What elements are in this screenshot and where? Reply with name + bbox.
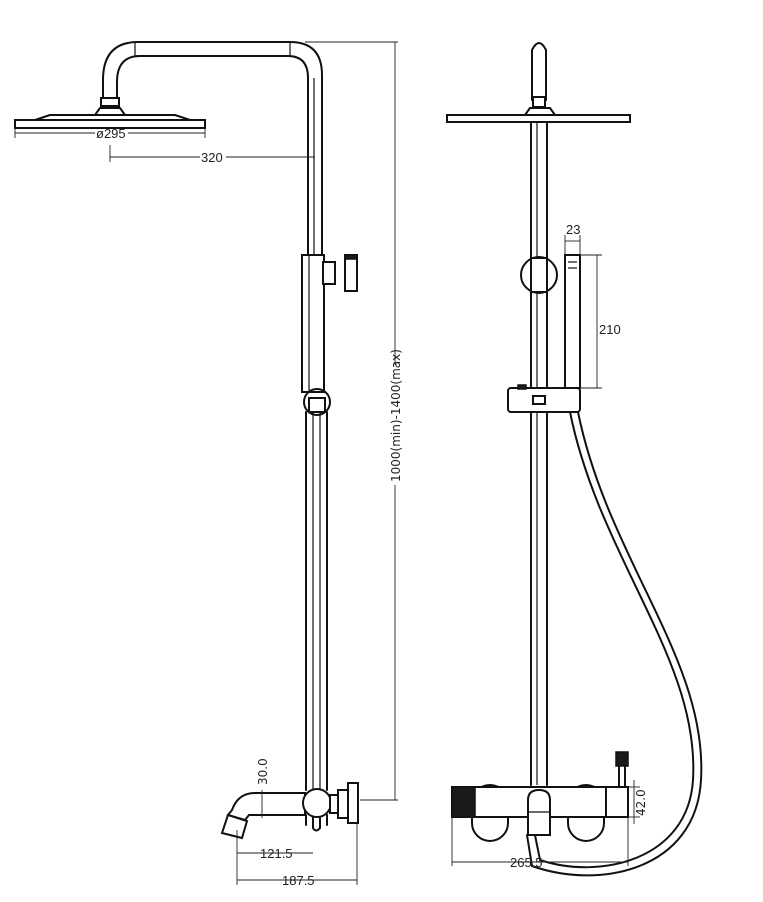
- slide-rail: [301, 254, 358, 832]
- dim-mixer-height: 42.0: [634, 789, 648, 816]
- dim-spout-height: 30.0: [256, 758, 270, 785]
- shower-head: [14, 97, 206, 129]
- dim-spout-to-wall: 187.5: [282, 873, 315, 888]
- bath-mixer-front: [451, 751, 629, 842]
- dim-arm-reach: 320: [201, 150, 223, 165]
- dim-handshower-length: 210: [599, 322, 621, 337]
- dim-spout-to-riser: 121.5: [260, 846, 293, 861]
- hand-shower: [507, 254, 703, 877]
- dim-mixer-width: 265.5: [510, 855, 543, 870]
- bath-mixer-side: [220, 782, 359, 840]
- side-view: ø295 320 1000(min)-1400(max) 30.0 121.5 …: [14, 41, 403, 888]
- dim-head-diameter: ø295: [96, 126, 126, 141]
- side-dimensions: ø295 320 1000(min)-1400(max) 30.0 121.5 …: [14, 41, 403, 888]
- dim-height-range: 1000(min)-1400(max): [389, 349, 403, 482]
- front-view: 23 210 42.0 265.5: [446, 42, 703, 877]
- riser-front: [446, 42, 631, 786]
- dim-handshower-width: 23: [566, 222, 580, 237]
- front-dimensions: 23 210 42.0 265.5: [451, 222, 648, 870]
- shower-arm: [102, 41, 323, 256]
